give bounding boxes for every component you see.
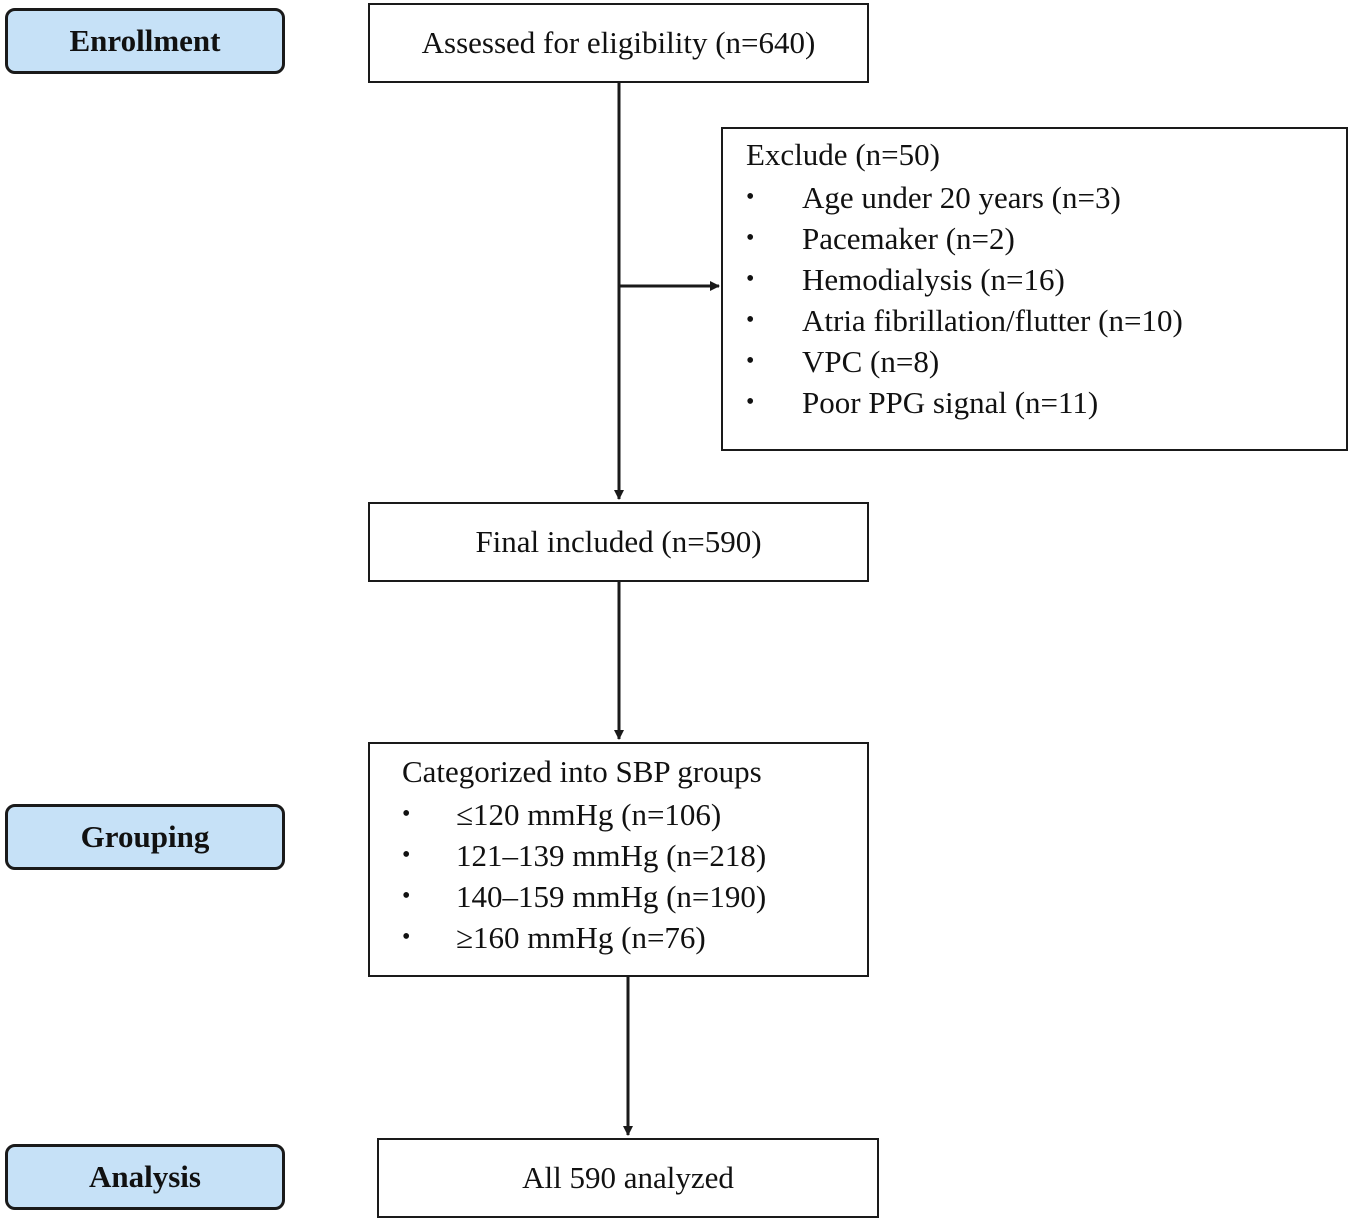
stage-label-analysis: Analysis (5, 1144, 285, 1210)
exclude-item: • Poor PPG signal (n=11) (746, 382, 1336, 423)
grouping-item: • ≥160 mmHg (n=76) (402, 917, 862, 958)
bullet-icon: • (402, 801, 411, 827)
grouping-item: • 140–159 mmHg (n=190) (402, 876, 862, 917)
bullet-icon: • (746, 266, 755, 292)
grouping-item-text: 140–159 mmHg (n=190) (456, 879, 767, 914)
exclude-item-text: Age under 20 years (n=3) (802, 180, 1121, 215)
grouping-item-text: ≤120 mmHg (n=106) (456, 797, 722, 832)
bullet-icon: • (746, 348, 755, 374)
bullet-icon: • (402, 842, 411, 868)
grouping-list: • ≤120 mmHg (n=106) • 121–139 mmHg (n=21… (402, 794, 862, 958)
grouping-item: • ≤120 mmHg (n=106) (402, 794, 862, 835)
exclude-box: Exclude (n=50) • Age under 20 years (n=3… (721, 127, 1348, 451)
analyzed-box: All 590 analyzed (377, 1138, 879, 1218)
stage-label-grouping: Grouping (5, 804, 285, 870)
exclude-item: • Atria fibrillation/flutter (n=10) (746, 300, 1336, 341)
assessed-box: Assessed for eligibility (n=640) (368, 3, 869, 83)
exclude-list: • Age under 20 years (n=3) • Pacemaker (… (746, 177, 1336, 423)
exclude-item: • VPC (n=8) (746, 341, 1336, 382)
bullet-icon: • (746, 184, 755, 210)
exclude-title: Exclude (n=50) (746, 137, 940, 172)
bullet-icon: • (402, 883, 411, 909)
exclude-item: • Age under 20 years (n=3) (746, 177, 1336, 218)
bullet-icon: • (402, 924, 411, 950)
grouping-item: • 121–139 mmHg (n=218) (402, 835, 862, 876)
exclude-item: • Hemodialysis (n=16) (746, 259, 1336, 300)
stage-label-enrollment: Enrollment (5, 8, 285, 74)
assessed-text: Assessed for eligibility (n=640) (421, 25, 816, 60)
analyzed-text: All 590 analyzed (522, 1160, 734, 1195)
grouping-box: Categorized into SBP groups • ≤120 mmHg … (368, 742, 869, 977)
final-included-text: Final included (n=590) (475, 524, 762, 559)
bullet-icon: • (746, 225, 755, 251)
exclude-item-text: Atria fibrillation/flutter (n=10) (802, 303, 1183, 338)
grouping-item-text: 121–139 mmHg (n=218) (456, 838, 767, 873)
exclude-item-text: Poor PPG signal (n=11) (802, 385, 1099, 420)
final-included-box: Final included (n=590) (368, 502, 869, 582)
exclude-item-text: VPC (n=8) (802, 344, 940, 379)
exclude-item-text: Hemodialysis (n=16) (802, 262, 1065, 297)
grouping-item-text: ≥160 mmHg (n=76) (456, 920, 706, 955)
bullet-icon: • (746, 307, 755, 333)
exclude-item-text: Pacemaker (n=2) (802, 221, 1015, 256)
exclude-item: • Pacemaker (n=2) (746, 218, 1336, 259)
bullet-icon: • (746, 389, 755, 415)
grouping-title: Categorized into SBP groups (402, 754, 762, 789)
